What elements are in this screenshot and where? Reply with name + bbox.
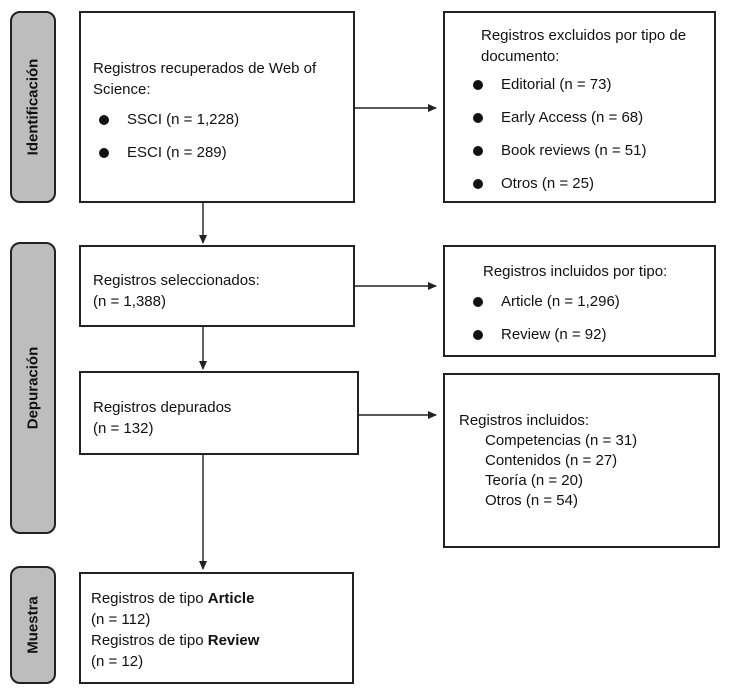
excluidos-text: Registros excluidos por tipo de document… (481, 27, 687, 65)
list-item: ESCI (n = 289) (93, 143, 343, 176)
review-prefix: Registros de tipo (91, 632, 208, 649)
list-item: Review (n = 92) (467, 325, 706, 358)
list-item: Editorial (n = 73) (467, 75, 706, 108)
list-item: Teoría (n = 20) (485, 472, 583, 489)
box-muestra: Registros de tipo Article (n = 112) Regi… (79, 572, 354, 684)
list-item: Early Access (n = 68) (467, 108, 706, 141)
box-registros-incluidos: Registros incluidos: Competencias (n = 3… (443, 373, 720, 548)
depurados-line1: Registros depurados (93, 399, 232, 416)
recuperados-text: Registros recuperados de Web of Science: (93, 60, 317, 98)
list-item: SSCI (n = 1,228) (93, 110, 343, 143)
list-item: Article (n = 1,296) (467, 292, 706, 325)
muestra-review-line: Registros de tipo Review (91, 630, 342, 651)
article-type: Article (207, 590, 255, 607)
phase-muestra: Muestra (10, 566, 56, 684)
recuperados-list: SSCI (n = 1,228) ESCI (n = 289) (93, 110, 343, 176)
list-item: Competencias (n = 31) (485, 432, 638, 449)
muestra-review-n: (n = 12) (91, 653, 144, 670)
muestra-article-n: (n = 112) (91, 611, 151, 628)
box-registros-excluidos: Registros excluidos por tipo de document… (443, 11, 716, 203)
excluidos-list: Editorial (n = 73) Early Access (n = 68)… (467, 75, 706, 207)
box-registros-depurados: Registros depurados (n = 132) (79, 371, 359, 455)
box-registros-seleccionados: Registros seleccionados: (n = 1,388) (79, 245, 355, 327)
depurados-line2: (n = 132) (93, 420, 154, 437)
box-registros-recuperados: Registros recuperados de Web of Science:… (79, 11, 355, 203)
muestra-article-line: Registros de tipo Article (91, 588, 342, 609)
seleccionados-line1: Registros seleccionados: (93, 272, 260, 289)
list-item: Otros (n = 54) (485, 492, 578, 509)
list-item: Contenidos (n = 27) (485, 452, 618, 469)
phase-identificacion: Identificación (10, 11, 56, 203)
incluidos-tipo-list: Article (n = 1,296) Review (n = 92) (467, 292, 706, 358)
incluidos-tipo-text: Registros incluidos por tipo: (483, 263, 668, 280)
seleccionados-line2: (n = 1,388) (93, 293, 166, 310)
phase-depuracion: Depuración (10, 242, 56, 534)
list-item: Otros (n = 25) (467, 174, 706, 207)
article-prefix: Registros de tipo (91, 590, 208, 607)
review-type: Review (207, 632, 260, 649)
box-registros-incluidos-tipo: Registros incluidos por tipo: Article (n… (443, 245, 716, 357)
list-item: Book reviews (n = 51) (467, 141, 706, 174)
incluidos-text: Registros incluidos: (459, 412, 590, 429)
